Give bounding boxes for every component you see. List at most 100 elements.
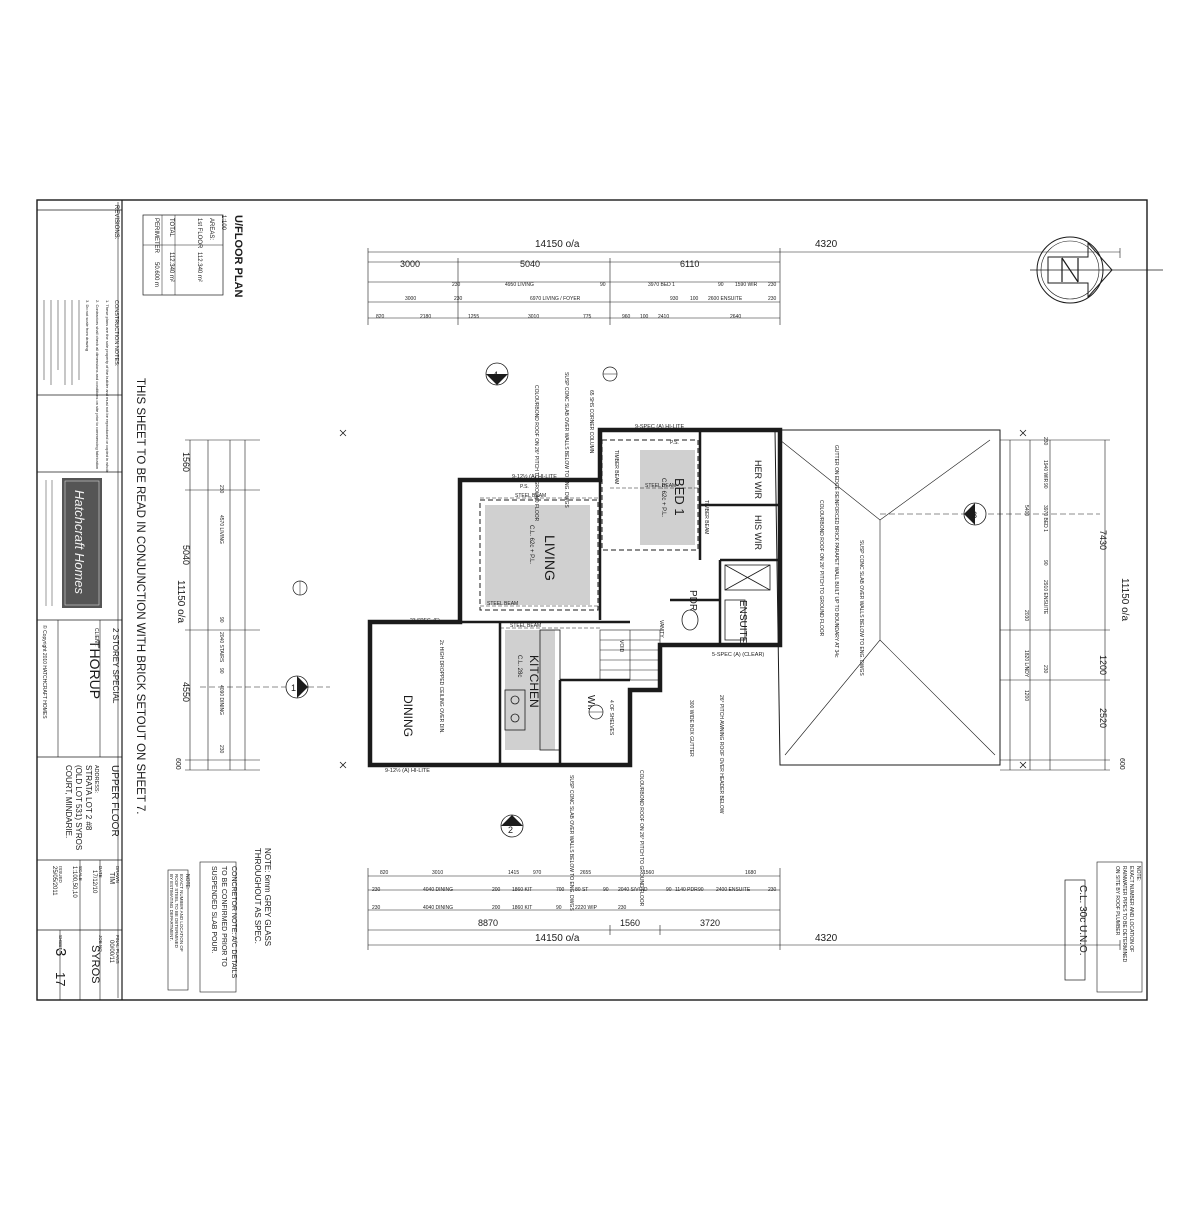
section-marker-1-label: 1 — [291, 683, 296, 693]
dim-top-d8: 2640 — [730, 314, 741, 320]
roof-hip — [779, 439, 991, 521]
job-label: JOB NO. — [98, 935, 103, 953]
dim-bottom-d5: 1560 — [643, 870, 654, 876]
perimeter-label: PERIMETER — [153, 218, 159, 254]
dim-left-b0: 230 — [218, 485, 224, 494]
cl-kitchen: C.L. 28c — [516, 655, 522, 677]
dim-right-c1: 2030 — [1023, 610, 1029, 621]
scale-label: SCALE — [78, 866, 83, 881]
dim-top-right: 4320 — [815, 239, 838, 250]
dim-bottom-c9: 1140 PDR — [675, 887, 698, 893]
set-out-ticks — [339, 429, 1027, 769]
sheet-no: 3 — [52, 948, 69, 956]
dim-top-d2: 1255 — [468, 314, 479, 320]
dim-top-c0: 3000 — [405, 296, 416, 302]
concrete-line-3: SUSPENDED SLAB POUR. — [210, 866, 217, 954]
dim-top-b3: 3970 BED 1 — [648, 282, 675, 288]
exterior-walls — [367, 427, 783, 768]
dim-left-total: 11150 o/a — [175, 580, 186, 623]
dim-left-b6: 230 — [218, 745, 224, 754]
dim-top-d4: 775 — [583, 314, 592, 320]
dim-left-b3: 2040 STAIRS — [218, 632, 224, 663]
copyright: © Copyright 2010 HATCHCRAFT HOMES — [41, 625, 48, 719]
void-note: VOID — [618, 640, 624, 653]
dim-bottom-c4: 700 — [556, 887, 565, 893]
dim-bottom-a0: 8870 — [478, 918, 498, 928]
dim-bottom-d1: 3010 — [432, 870, 443, 876]
detail-marker-left — [292, 580, 308, 596]
dim-bottom-b2: 200 — [492, 905, 501, 911]
dim-left-a2: 4550 — [181, 682, 191, 702]
dim-top-a0: 3000 — [400, 259, 420, 269]
issued-label: ISSUED — [58, 866, 63, 884]
areas-label: AREAS: — [208, 218, 214, 240]
canopy-note: 26° PITCH AWNING ROOF OVER HEADER BELOW — [718, 695, 724, 814]
top-dimensions: 14150 o/a 4320 3000 5040 6110 230 4950 L… — [376, 239, 838, 320]
date-label: DATE — [98, 866, 103, 878]
bed-outline — [601, 439, 699, 551]
dim-bottom-d3: 970 — [533, 870, 542, 876]
cl-bed1: C.L. 62c + P.L. — [660, 478, 666, 517]
revisions-label: REVISIONS: — [113, 205, 119, 240]
dim-left-a3: 600 — [174, 758, 181, 770]
section-marker-2: 2 — [500, 814, 524, 838]
steel-beam-1: STEEL BEAM — [515, 493, 546, 499]
hilite-bottom: 9-12½ (A) HI-LITE — [385, 767, 430, 774]
living-shaded — [485, 505, 590, 605]
dim-right-c2: 1820 L/NDY — [1023, 650, 1029, 678]
detail-marker-bottom — [588, 704, 604, 720]
design-label: 2 STOREY SPECIAL — [111, 628, 120, 704]
dim-bottom-b3: 1860 KIT — [512, 905, 532, 911]
dim-bottom-a1: 1560 — [620, 918, 640, 928]
downpipe-line-2: EXACT NUMBER AND LOCATION OF — [1128, 866, 1134, 952]
notes-heading: CONSTRUCTION NOTES: — [113, 300, 119, 367]
dim-bottom-d2: 1415 — [508, 870, 519, 876]
dim-bottom-c1: 4040 DINING — [423, 887, 453, 893]
dim-top-b0: 230 — [452, 282, 461, 288]
section-marker-1: 1 — [200, 675, 330, 699]
right-dimensions: 11150 o/a 7430 1200 2520 600 230 1940 WI… — [1023, 437, 1130, 770]
dim-left-a1: 5040 — [181, 545, 191, 565]
dim-bottom-d4: 2655 — [580, 870, 591, 876]
dim-bottom-b5: 2220 WIP — [575, 905, 598, 911]
slab-right-note: SUSP CONC SLAB OVER WALLS BELOW TO ENG. … — [858, 540, 864, 676]
dim-top-b6: 230 — [768, 282, 777, 288]
dim-top-d1: 2180 — [420, 314, 431, 320]
downpipe-line-3: RAINWATER PIPES TO BE DETERMINED — [1121, 866, 1127, 963]
sheet-of: 17 — [53, 972, 68, 986]
room-her-wir: HER WIR — [753, 460, 763, 499]
note1-line-3: BY ESTIMATING DEPARTMENT. — [169, 874, 174, 941]
dim-top-d6: 100 — [640, 314, 649, 320]
dim-left-b4: 90 — [218, 668, 224, 674]
spec-clear: 5-SPEC (A) (CLEAR) — [712, 652, 764, 658]
final-plans-value: 00/00/11 — [108, 940, 114, 964]
cl-living: C.L. 62c + P.L. — [528, 525, 534, 564]
steel-beam-2: STEEL BEAM — [645, 483, 676, 489]
plan-title: U/FLOOR PLAN — [232, 215, 244, 298]
client-name: THORUP — [87, 640, 103, 699]
scale-value: 1:100,50,10 — [71, 866, 77, 898]
dim-right-total: 11150 o/a — [1119, 578, 1130, 621]
hilite-top: 9-12½ (A) HI-LITE — [512, 473, 557, 480]
notes-lines — [43, 300, 80, 385]
dim-top-b5: 1590 WIR — [735, 282, 758, 288]
dim-bottom-c11: 2400 ENSUITE — [716, 887, 751, 893]
dim-left-b5: 4090 DINING — [218, 685, 224, 715]
downpipe-line-4: ON SITE BY ROOF PLUMBER — [1114, 866, 1120, 936]
dim-top-c4: 100 — [690, 296, 699, 302]
section-marker-3-label: 3 — [972, 510, 977, 520]
floor-label: 1st FLOOR — [196, 218, 202, 249]
ps-1: P.S. — [670, 440, 679, 446]
concrete-line-1: CONCRETOR NOTE: A/C DETAILS — [230, 866, 237, 978]
note-line-2: 2. Contractors shall check all dimension… — [95, 300, 100, 469]
stairs — [599, 629, 661, 681]
areas-table: AREAS: 1st FLOOR 112.340 m² TOTAL 112.34… — [142, 214, 224, 296]
company-logo: Hatchcraft Homes — [45, 478, 102, 608]
section-marker-4-label: 4 — [493, 370, 498, 380]
beam-lines — [480, 487, 700, 629]
dim-bottom-c6: 90 — [603, 887, 609, 893]
detail-marker-top — [602, 366, 618, 382]
colourbond-top-note: COLOURBOND ROOF ON 26° PITCH TO GROUND F… — [533, 385, 539, 522]
bottom-notes: NOTE: EXACT NUMBER AND LOCATION OF ROOF … — [167, 848, 1143, 993]
